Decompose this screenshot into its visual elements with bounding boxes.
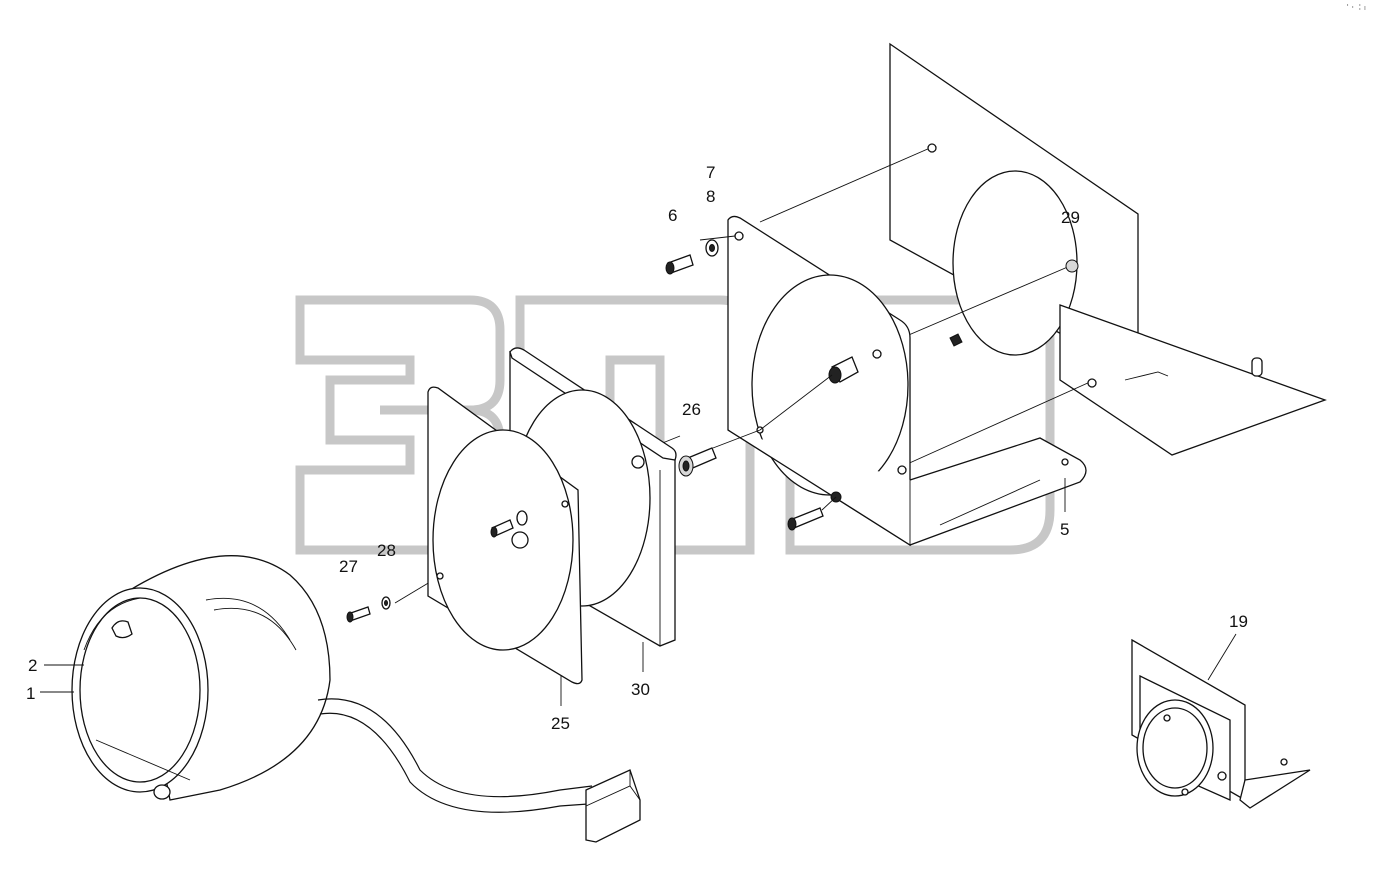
fasteners xyxy=(346,239,824,623)
gasket-25 xyxy=(427,386,583,685)
callout-29: 29 xyxy=(1061,208,1080,227)
corner-mark: ⠁⠂ ⠅⠆ xyxy=(1346,4,1368,12)
callout-leaders xyxy=(40,478,1066,706)
callout-26: 26 xyxy=(682,400,701,419)
callout-6: 6 xyxy=(668,206,677,225)
callout-1: 1 xyxy=(26,684,35,703)
callout-2: 2 xyxy=(28,656,37,675)
callout-30: 30 xyxy=(631,680,650,699)
mounting-bracket xyxy=(727,42,1327,547)
callout-28: 28 xyxy=(377,541,396,560)
callout-27: 27 xyxy=(339,557,358,576)
callout-8: 8 xyxy=(706,187,715,206)
gauge-instrument xyxy=(71,555,641,843)
callout-19: 19 xyxy=(1229,612,1248,631)
callout-labels: 1 2 5 6 7 8 19 25 26 27 28 29 30 xyxy=(26,163,1248,733)
callout-5: 5 xyxy=(1060,520,1069,539)
inset-assembly-19 xyxy=(1131,633,1311,809)
callout-7: 7 xyxy=(706,163,715,182)
callout-25: 25 xyxy=(551,714,570,733)
